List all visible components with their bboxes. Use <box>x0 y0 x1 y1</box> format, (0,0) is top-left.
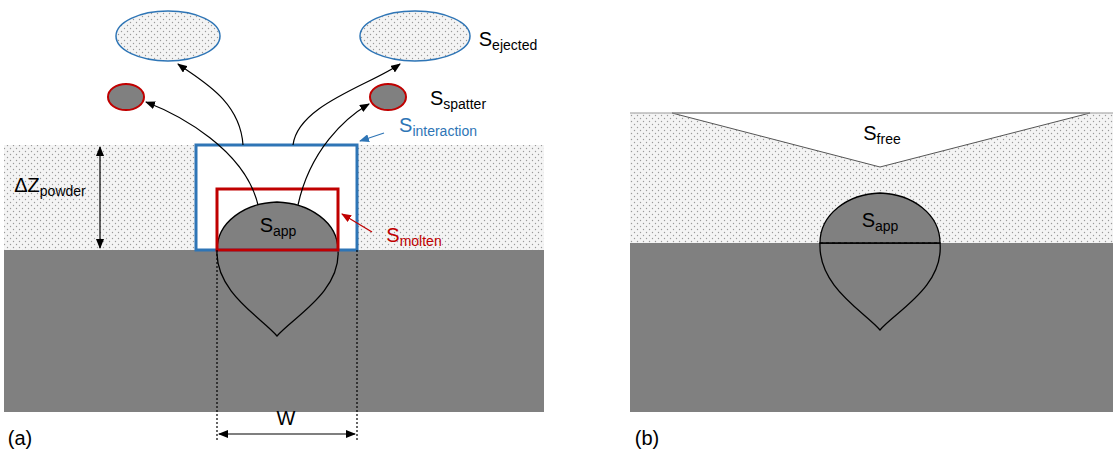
substrate <box>4 250 544 412</box>
panel-b <box>630 113 1113 412</box>
ejected-powder <box>360 11 470 61</box>
denuded-zone <box>672 113 1090 167</box>
interaction-box <box>196 145 357 250</box>
powder-layer <box>630 113 1113 243</box>
label-text: Sspatter <box>430 88 486 111</box>
spatter-path <box>146 102 258 205</box>
dimension-arrow <box>99 147 100 248</box>
melt-pool-cap <box>217 202 338 250</box>
label-text: Sapp <box>260 215 297 238</box>
label-text: W <box>277 408 296 428</box>
molten-box <box>217 189 338 250</box>
leader-line <box>360 133 384 141</box>
label-text: ΔZpowder <box>14 175 86 198</box>
interaction-zone <box>196 145 357 250</box>
extension-line <box>356 250 357 440</box>
leader-line <box>342 214 372 232</box>
melt-pool-cap <box>820 193 940 243</box>
ejection-path <box>293 64 400 145</box>
spatter-droplet <box>370 84 406 110</box>
label-text: Smolten <box>386 225 441 248</box>
powder-surface <box>630 113 1113 114</box>
label-text: Sfree <box>863 123 900 146</box>
label-text: (a) <box>8 428 32 448</box>
melt-pool <box>217 250 338 336</box>
substrate <box>630 243 1113 412</box>
label-text: Sejected <box>479 29 538 52</box>
spatter-path <box>298 104 369 205</box>
extension-line <box>216 250 217 440</box>
label-text: Sapp <box>862 210 899 233</box>
label-text: Sinteraction <box>399 115 477 138</box>
panel-a <box>4 11 544 440</box>
powder-layer <box>4 145 544 250</box>
substrate-line <box>820 243 940 244</box>
ejected-powder <box>116 11 220 61</box>
label-text: (b) <box>635 428 659 448</box>
ejection-path <box>178 64 243 145</box>
melt-pool <box>820 243 940 330</box>
dimension-arrow <box>219 433 355 434</box>
spatter-droplet <box>108 84 144 110</box>
